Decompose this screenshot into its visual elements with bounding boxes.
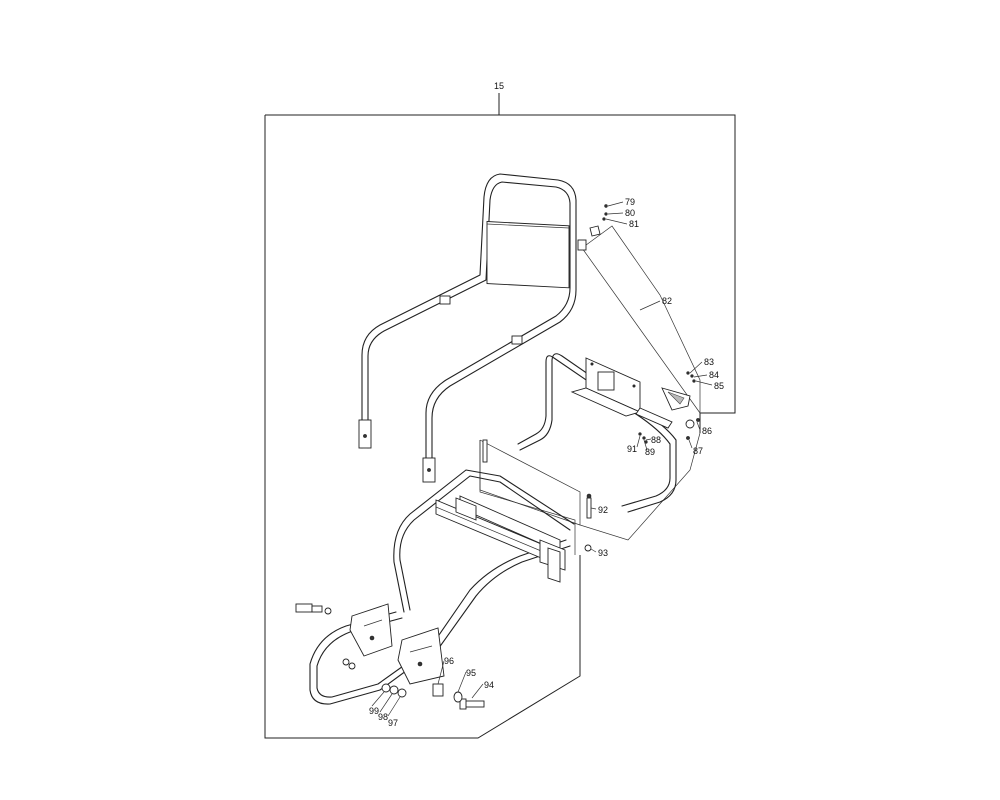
callout-99: 99 [369,706,379,716]
callout-81: 81 [629,219,639,229]
callout-79: 79 [625,197,635,207]
callout-labels: 79 80 81 82 83 84 85 86 87 88 89 91 92 9… [369,197,724,728]
callout-87: 87 [693,446,703,456]
callout-91: 91 [627,444,637,454]
callout-93: 93 [598,548,608,558]
assembly-frame: 15 [264,81,736,739]
top-hardware [589,204,608,237]
callout-80: 80 [625,208,635,218]
leader-lines [371,201,713,717]
callout-86: 86 [702,426,712,436]
upper-handle-frame [358,173,587,483]
callout-98: 98 [378,712,388,722]
callout-84: 84 [709,370,719,380]
callout-88: 88 [651,435,661,445]
callout-95: 95 [466,668,476,678]
callout-83: 83 [704,357,714,367]
callout-89: 89 [645,447,655,457]
hardware-86-91 [638,418,700,444]
callout-94: 94 [484,680,494,690]
callout-96: 96 [444,656,454,666]
callout-85: 85 [714,381,724,391]
foot-hardware [295,603,356,670]
clamp-assembly [661,371,696,411]
callout-82: 82 [662,296,672,306]
right-support-arm [517,353,677,513]
assembly-number-label: 15 [494,81,504,91]
callout-97: 97 [388,718,398,728]
lower-base-frame [309,469,575,705]
hardware-94-99 [381,683,485,710]
callout-92: 92 [598,505,608,515]
